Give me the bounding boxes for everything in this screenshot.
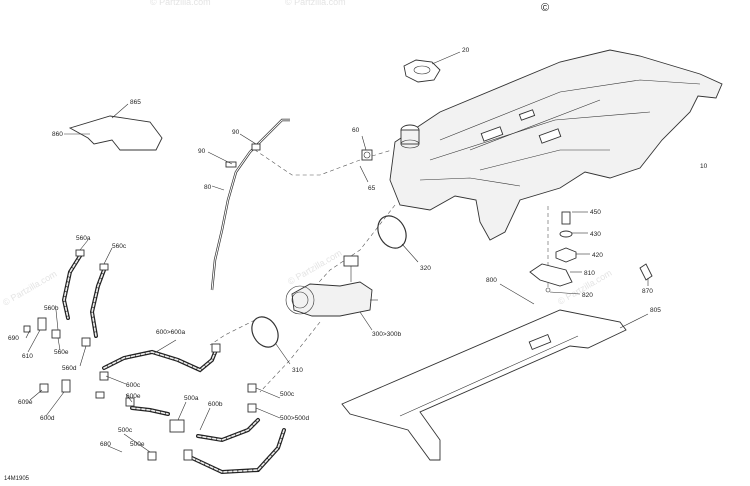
callout-10: 10 [700, 163, 708, 170]
callout-600e: 600e [126, 393, 141, 400]
callout-320: 320 [420, 265, 431, 272]
callout-560b: 560b [44, 305, 59, 312]
callout-805: 805 [650, 307, 661, 314]
vent-tube-80 [207, 118, 290, 291]
callout-690: 690 [8, 335, 19, 342]
watermark-left: © Partzilla.com [1, 269, 59, 308]
callout-600: 600>600a [156, 329, 185, 336]
copyright-symbol: © [541, 2, 549, 14]
callout-560e: 560e [54, 349, 69, 356]
callout-60: 60 [352, 127, 360, 134]
callout-500c-left: 500c [118, 427, 133, 434]
callout-90-bottom: 90 [198, 148, 206, 155]
callout-500e: 500e [130, 441, 145, 448]
callout-65: 65 [368, 185, 376, 192]
callout-560a: 560a [76, 235, 91, 242]
callout-500a: 500a [184, 395, 199, 402]
valve-60 [359, 135, 393, 183]
callout-870: 870 [642, 288, 653, 295]
callout-810: 810 [584, 270, 595, 277]
callout-90-top: 90 [232, 129, 240, 136]
watermark-center: © Partzilla.com [286, 248, 344, 287]
skid-plate-800 [341, 283, 649, 461]
callout-310: 310 [292, 367, 303, 374]
watermark-top-center: © Partzilla.com [285, 0, 346, 7]
fuel-tank [389, 49, 723, 241]
callout-610: 610 [22, 353, 33, 360]
hose-fittings [23, 249, 257, 461]
callout-420: 420 [592, 252, 603, 259]
callout-865: 865 [130, 99, 141, 106]
plate-865 [64, 103, 163, 151]
fuel-hoses [61, 254, 286, 475]
watermark-top-left: © Partzilla.com [150, 0, 211, 7]
callout-560d: 560d [62, 365, 77, 372]
callout-680: 680 [100, 441, 111, 448]
callout-600d: 600d [40, 415, 55, 422]
callout-860: 860 [52, 131, 63, 138]
callout-820: 820 [582, 292, 593, 299]
fuel-pump-300 [285, 255, 378, 331]
o-ring-320 [377, 215, 419, 263]
callout-600b: 600b [208, 401, 223, 408]
callout-430: 430 [590, 231, 601, 238]
callout-20: 20 [462, 47, 470, 54]
hardware-stack [529, 211, 653, 295]
o-ring-310 [251, 316, 291, 365]
callout-500c-right: 500c [280, 391, 295, 398]
diagram-reference: 14M1905 [4, 476, 30, 482]
callout-609e: 609e [18, 399, 33, 406]
callout-800: 800 [486, 277, 497, 284]
callout-560c: 560c [112, 243, 127, 250]
callout-500d: 500>500d [280, 415, 309, 422]
fuel-cap [403, 51, 461, 83]
callout-80: 80 [204, 184, 212, 191]
callout-labels: 20 10 865 860 90 90 80 60 65 450 430 420… [8, 47, 708, 448]
callout-600c: 600c [126, 382, 141, 389]
callout-300: 300>300b [372, 331, 401, 338]
callout-450: 450 [590, 209, 601, 216]
leader-lines [25, 239, 281, 453]
